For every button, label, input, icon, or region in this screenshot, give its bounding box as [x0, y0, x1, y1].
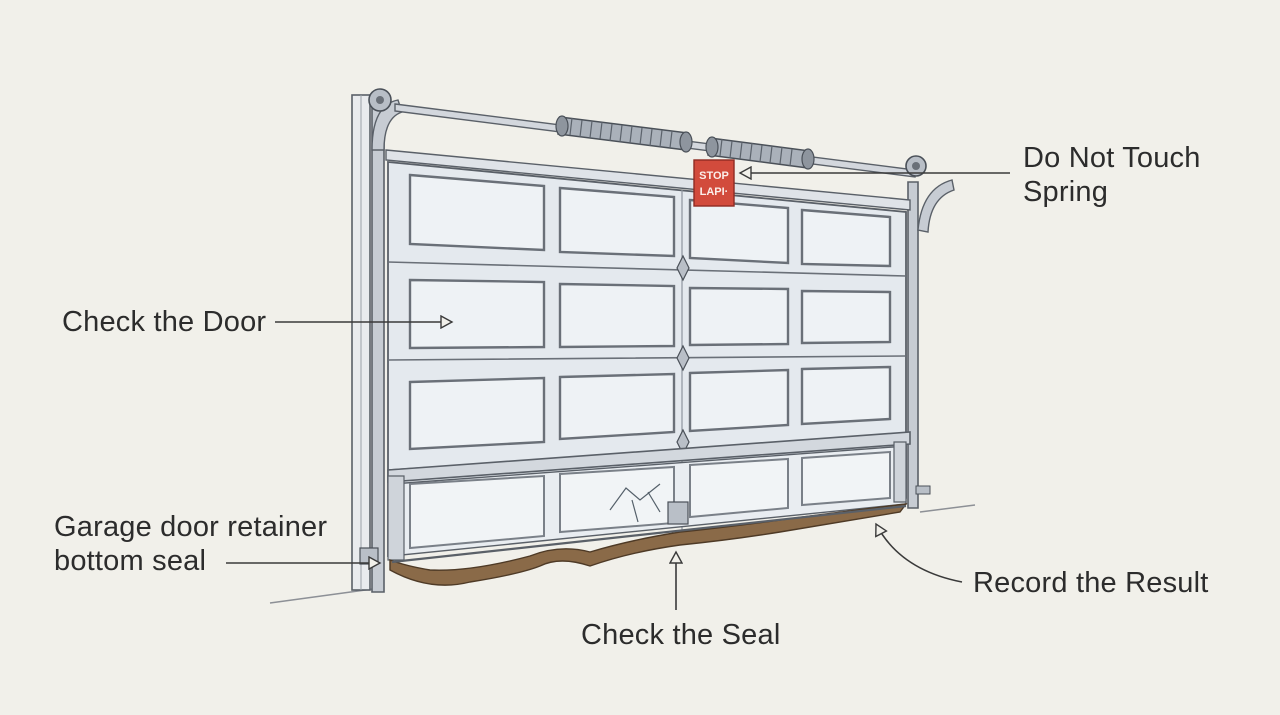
warning-sign-line2: LAPI·	[700, 186, 729, 198]
left-jamb	[351, 94, 371, 591]
callout-record-the-result: Record the Result	[973, 567, 1209, 599]
warning-sign: STOP LAPI·	[693, 159, 735, 207]
door-panels-row-2	[408, 278, 892, 350]
callout-retainer-line1: Garage door retainer	[54, 511, 328, 543]
door-panels-row-3	[408, 365, 892, 451]
callout-spring-line1: Do Not Touch	[1023, 142, 1201, 174]
torsion-spring-left	[555, 115, 693, 153]
door-panels-row-1	[408, 173, 892, 268]
warning-sign-line1: STOP	[699, 170, 729, 182]
result-leader-line	[876, 524, 963, 583]
bottom-section	[387, 431, 931, 561]
callout-retainer-line2: bottom seal	[54, 545, 207, 577]
right-track	[907, 179, 955, 509]
torsion-spring-right	[705, 136, 815, 170]
callout-do-not-touch-spring: Do Not Touch Spring	[1023, 141, 1201, 209]
header-rail	[385, 149, 911, 211]
bottom-seal	[389, 503, 908, 586]
callout-check-the-seal: Check the Seal	[581, 619, 781, 651]
callout-check-the-door: Check the Door	[62, 306, 267, 338]
retainer-bracket	[359, 547, 379, 565]
callout-spring-line2: Spring	[1023, 176, 1109, 208]
callout-retainer-bottom-seal: Garage door retainer bottom seal	[54, 510, 327, 578]
